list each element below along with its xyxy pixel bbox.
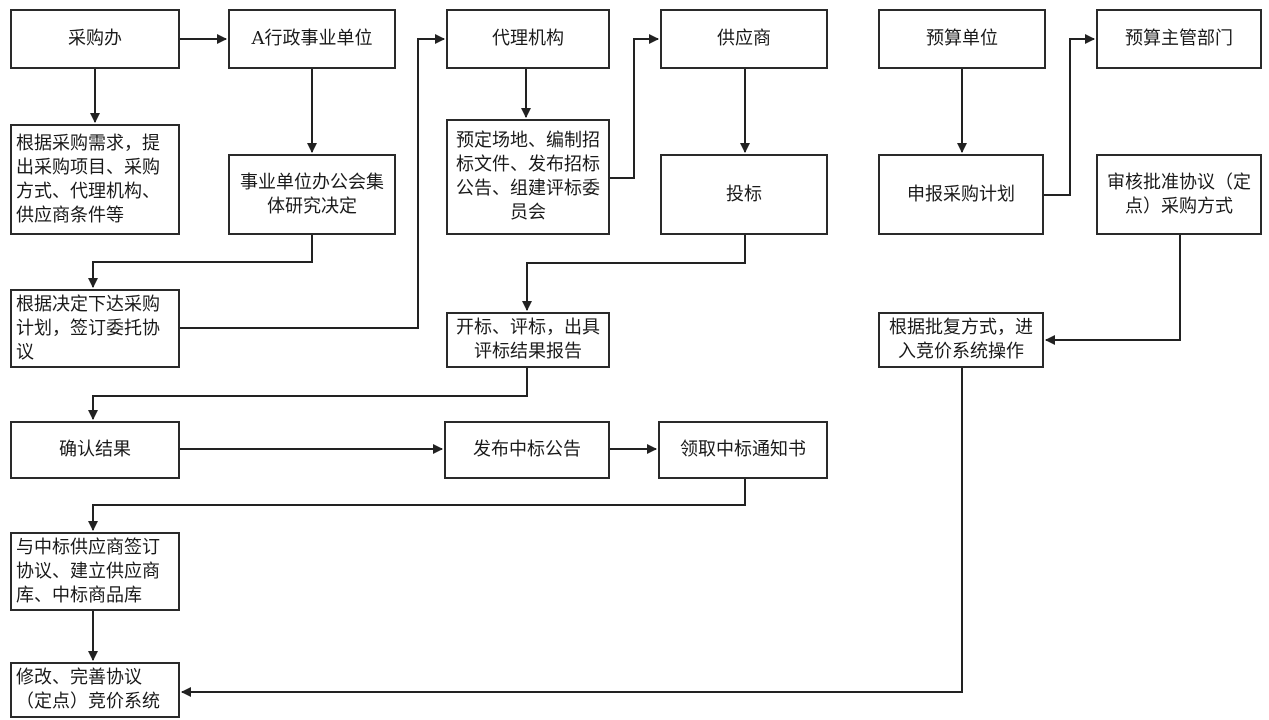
arrow-lingqu-to-qianding — [88, 479, 746, 531]
node-a-xingzheng: A行政事业单位 — [228, 9, 396, 69]
node-jiti-yanjiu: 事业单位办公会集体研究决定 — [228, 154, 396, 235]
node-fabu-zhongbiao: 发布中标公告 — [444, 421, 610, 479]
node-gongyingshang: 供应商 — [660, 9, 828, 69]
node-jingjia-caozuo: 根据批复方式，进入竞价系统操作 — [878, 312, 1044, 368]
arrow-toubiao-to-kaibiao — [522, 235, 746, 311]
node-caigouban: 采购办 — [10, 9, 180, 69]
node-kaibiao: 开标、评标，出具评标结果报告 — [446, 312, 610, 368]
node-shenbao-jihua: 申报采购计划 — [878, 154, 1044, 235]
node-qianding-xieyi: 与中标供应商签订协议、建立供应商库、中标商品库 — [10, 532, 180, 611]
node-yusuan-danwei: 预算单位 — [878, 9, 1046, 69]
node-yuding-changdi: 预定场地、编制招标文件、发布招标公告、组建评标委员会 — [446, 119, 610, 235]
arrow-shenhe-to-jingjia — [1045, 235, 1181, 345]
arrow-kaibiao-to-queren — [88, 368, 528, 420]
arrow-yuding-to-gys — [610, 34, 659, 179]
node-xiada-jihua: 根据决定下达采购计划，签订委托协议 — [10, 289, 180, 368]
node-daili-jigou: 代理机构 — [446, 9, 610, 69]
arrow-xiada-to-daili — [180, 34, 445, 329]
node-shenhe-pizhun: 审核批准协议（定点）采购方式 — [1096, 154, 1262, 235]
arrow-jiti-to-xiada — [88, 235, 313, 288]
node-toubiao: 投标 — [660, 154, 828, 235]
arrow-jingjia-to-xiugai — [181, 368, 963, 697]
node-lingqu-tongzhi: 领取中标通知书 — [658, 421, 828, 479]
node-queren-jieguo: 确认结果 — [10, 421, 180, 479]
arrow-shenbao-to-zhuguan — [1044, 34, 1095, 196]
node-yusuan-zhuguan: 预算主管部门 — [1096, 9, 1262, 69]
node-xiugai-wanshan: 修改、完善协议（定点）竞价系统 — [10, 662, 180, 718]
node-genju-xuqiu: 根据采购需求，提出采购项目、采购方式、代理机构、供应商条件等 — [10, 124, 180, 235]
